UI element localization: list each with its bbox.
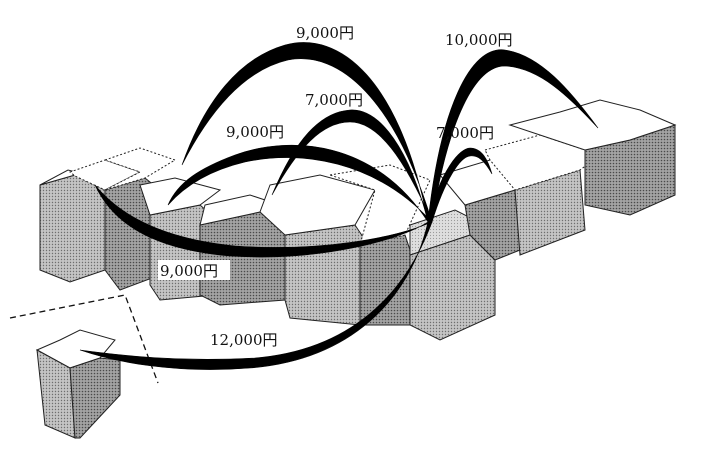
- block-central: [329, 164, 431, 326]
- arc-lower-west: [94, 184, 433, 258]
- arc-east-mid: [427, 147, 493, 223]
- map-blocks: [35, 99, 677, 439]
- fare-label-east-mid: 7,000円: [436, 124, 494, 142]
- block-island: [35, 329, 121, 439]
- fare-label-text: 9,000円: [226, 123, 284, 141]
- fare-label-inner-west: 9,000円: [226, 123, 284, 141]
- fare-label-central: 7,000円: [305, 91, 363, 109]
- fare-label-island: 12,000円: [210, 331, 278, 349]
- fare-label-text: 9,000円: [296, 24, 354, 42]
- fare-label-text: 7,000円: [436, 124, 494, 142]
- fare-label-lower-west: 9,000円: [158, 260, 230, 280]
- fare-label-text: 9,000円: [160, 262, 218, 280]
- fare-label-far-east: 10,000円: [445, 31, 513, 49]
- block-east-2: [484, 134, 602, 256]
- fare-labels: 10,000円 7,000円 9,000円 7,000円 9,000円 9,00…: [158, 24, 513, 349]
- arc-inner-west: [167, 144, 433, 223]
- fare-arcs: [79, 42, 599, 370]
- arc-island: [79, 221, 433, 370]
- block-far-east: [508, 99, 677, 216]
- fare-label-text: 12,000円: [210, 331, 278, 349]
- fare-label-text: 10,000円: [445, 31, 513, 49]
- fare-label-mid-west: 9,000円: [296, 24, 354, 42]
- arc-central: [271, 109, 433, 223]
- block-west-2: [103, 147, 177, 291]
- arc-mid-west: [181, 42, 433, 223]
- fare-label-text: 7,000円: [305, 91, 363, 109]
- arc-far-east: [427, 49, 599, 223]
